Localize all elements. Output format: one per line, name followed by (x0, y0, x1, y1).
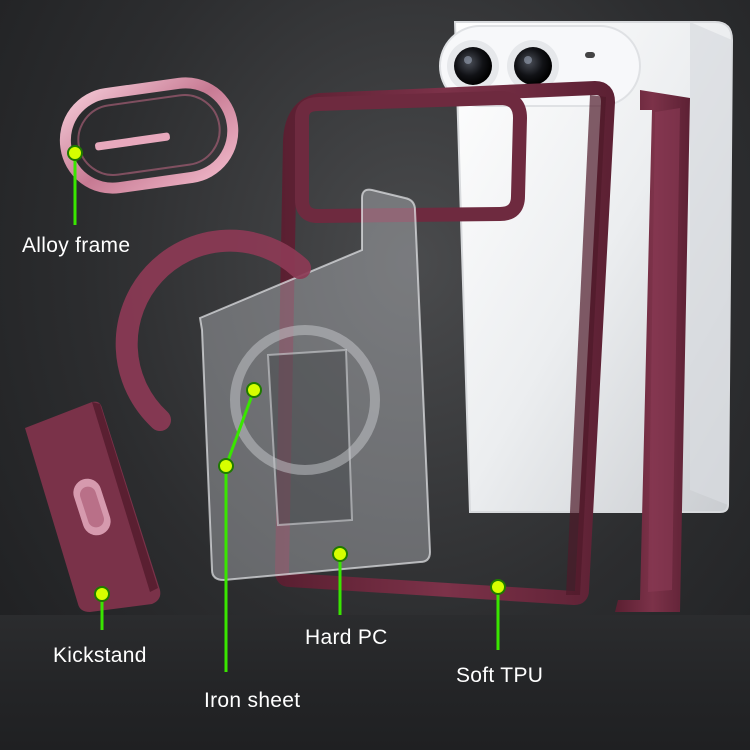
soft-tpu-side-strip (615, 90, 690, 612)
kickstand (25, 401, 161, 612)
kickstand-label: Kickstand (53, 644, 147, 667)
soft-tpu-label: Soft TPU (456, 664, 544, 687)
soft-tpu-frame (274, 80, 616, 606)
alloy-frame (59, 77, 239, 194)
callout-dot-hard-pc (332, 546, 348, 562)
iron-sheet-ring (115, 229, 380, 475)
floor-background (0, 615, 750, 750)
hard-pc-shell (198, 188, 432, 582)
callout-dot-iron-sheet-upper (246, 382, 262, 398)
callout-dots (67, 145, 506, 602)
callout-dot-kickstand (94, 586, 110, 602)
callout-dot-iron-sheet-lower (218, 458, 234, 474)
alloy-frame-label: Alloy frame (22, 234, 131, 257)
hard-pc-label: Hard PC (305, 626, 388, 649)
callout-dot-soft-tpu (490, 579, 506, 595)
iron-sheet-label: Iron sheet (204, 689, 301, 712)
callout-dot-alloy-frame (67, 145, 83, 161)
